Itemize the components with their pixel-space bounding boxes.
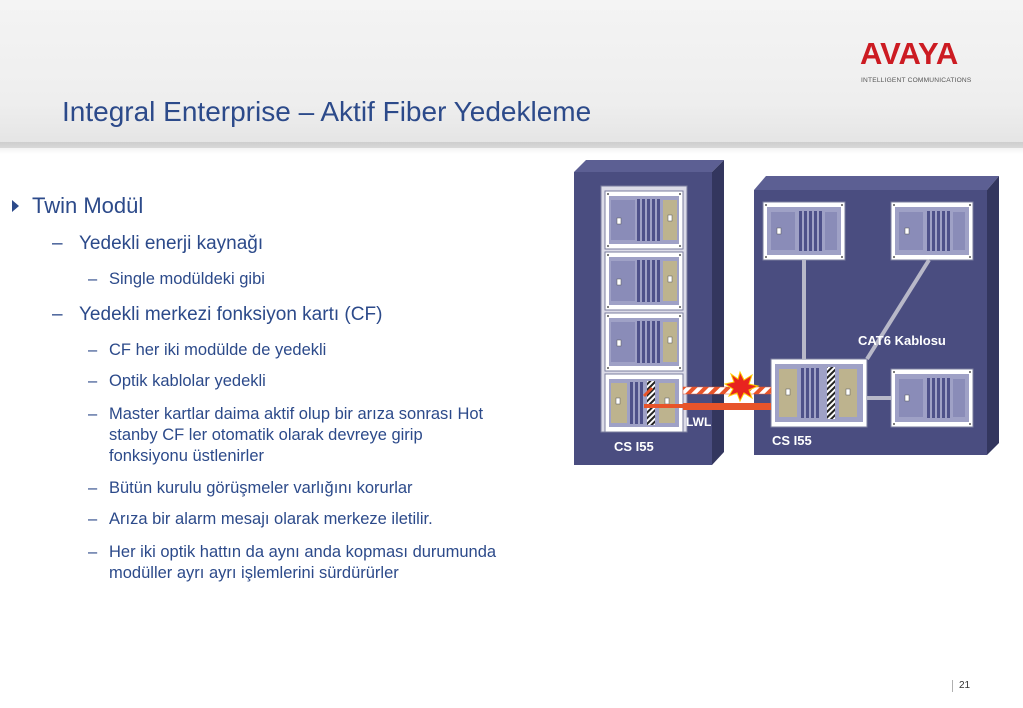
bullet-optik-hat-line2: modüller ayrı ayrı işlemlerini sürdürürl… [109, 564, 399, 582]
dash-marker: – [88, 510, 98, 528]
right-shelf-twin [770, 358, 868, 428]
avaya-logo: AVAYA INTELLIGENT COMMUNICATIONS [860, 38, 974, 88]
bullet-twin-modul: Twin Modül [32, 193, 144, 218]
bullet-master-line1: Master kartlar daima aktif olup bir arız… [109, 405, 484, 423]
header-shadow [0, 142, 1023, 154]
dash-marker: – [88, 479, 98, 497]
dash-marker: – [88, 270, 98, 288]
bullet-cf-her-iki: CF her iki modülde de yedekli [109, 341, 327, 359]
right-cabinet-label: CS I55 [772, 433, 812, 448]
cable-label: CAT6 Kablosu [858, 333, 946, 348]
bullet-master-line2: stanby CF ler otomatik olarak devreye gi… [109, 426, 423, 444]
dash-marker: – [52, 304, 63, 325]
page-number: 21 [959, 680, 971, 691]
dash-marker: – [52, 233, 63, 254]
bullet-ariza-alarm: Arıza bir alarm mesajı olarak merkeze il… [109, 510, 433, 528]
slide-header [0, 0, 1023, 148]
right-shelf-bottom-right [890, 368, 974, 428]
right-shelf-top-right [890, 201, 974, 261]
left-cabinet-label: CS I55 [614, 439, 654, 454]
bullet-optik-hat-line1: Her iki optik hattın da aynı anda kopmas… [109, 543, 497, 561]
footer-separator [952, 680, 953, 692]
bullet-gorusmeler: Bütün kurulu görüşmeler varlığını korurl… [109, 479, 413, 497]
bullet-triangle-icon [12, 200, 19, 212]
fiber-label: LWL [686, 415, 711, 429]
right-shelf-top-left [762, 201, 846, 261]
dash-marker: – [88, 543, 98, 561]
bullet-master-line3: fonksiyonu üstlenirler [109, 447, 264, 465]
dash-marker: – [88, 341, 98, 359]
network-diagram: LWL CS I55 CS I55 CAT6 Kablosu [574, 160, 999, 465]
bullet-yedekli-enerji: Yedekli enerji kaynağı [79, 233, 264, 254]
bullet-optik-kablolar: Optik kablolar yedekli [109, 372, 266, 390]
logo-brand: AVAYA [860, 36, 959, 71]
bullet-yedekli-cf: Yedekli merkezi fonksiyon kartı (CF) [79, 304, 383, 325]
fiber-links [642, 386, 772, 410]
dash-marker: – [88, 372, 98, 390]
dash-marker: – [88, 405, 98, 423]
logo-tagline: INTELLIGENT COMMUNICATIONS [861, 77, 972, 84]
cat6-cables [802, 258, 931, 400]
bullet-single-modul: Single modüldeki gibi [109, 270, 265, 288]
slide-title: Integral Enterprise – Aktif Fiber Yedekl… [62, 96, 592, 127]
left-rack-stack [600, 185, 688, 433]
break-flash-icon [723, 370, 760, 403]
